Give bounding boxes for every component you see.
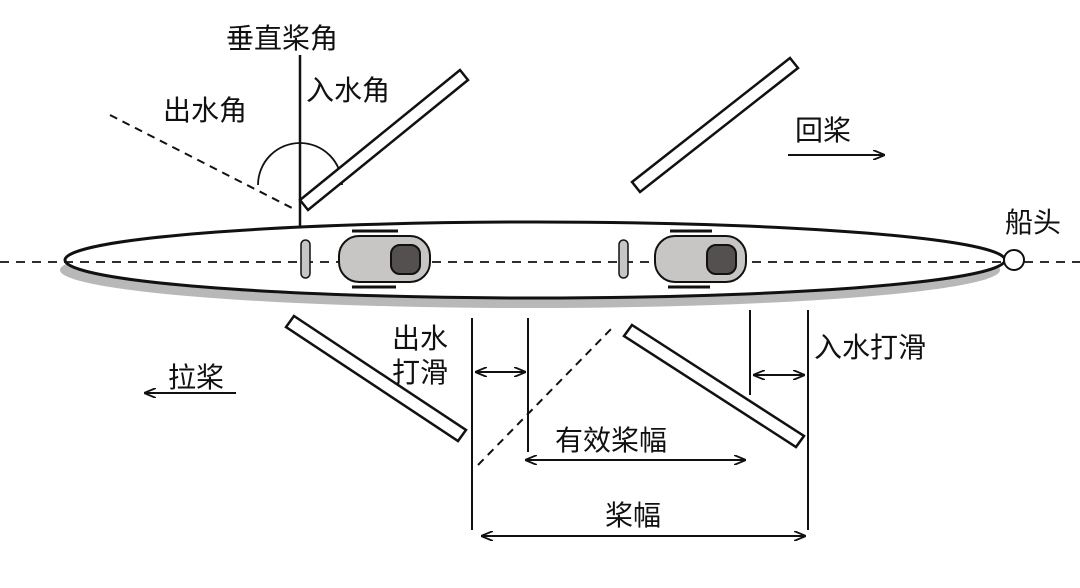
oar-recovery-position [630, 56, 800, 194]
label-entry-angle: 入水角 [306, 74, 390, 107]
label-exit-angle: 出水角 [163, 94, 247, 127]
angle-arc [257, 142, 343, 186]
oar-drive-position [622, 323, 806, 449]
bow-marker [1003, 249, 1025, 271]
oar-exit-position [284, 314, 468, 443]
rower-1 [300, 229, 431, 289]
exit-dashed-line [477, 325, 615, 466]
label-vertical-angle: 垂直桨角 [226, 22, 338, 55]
label-exit-slip-line1: 出水 [392, 322, 448, 355]
boat-hull [63, 220, 1007, 300]
label-drive: 拉桨 [168, 361, 224, 394]
label-entry-slip: 入水打滑 [814, 331, 926, 364]
rower-2 [618, 229, 747, 289]
label-bow: 船头 [1005, 206, 1061, 239]
label-total-arc: 桨幅 [605, 499, 661, 532]
label-effective-arc: 有效桨幅 [555, 424, 667, 457]
label-recovery: 回桨 [795, 114, 851, 147]
oar-entry-position [298, 68, 470, 212]
label-exit-slip-line2: 打滑 [392, 356, 448, 389]
exit-angle-dashed-line [109, 114, 293, 209]
